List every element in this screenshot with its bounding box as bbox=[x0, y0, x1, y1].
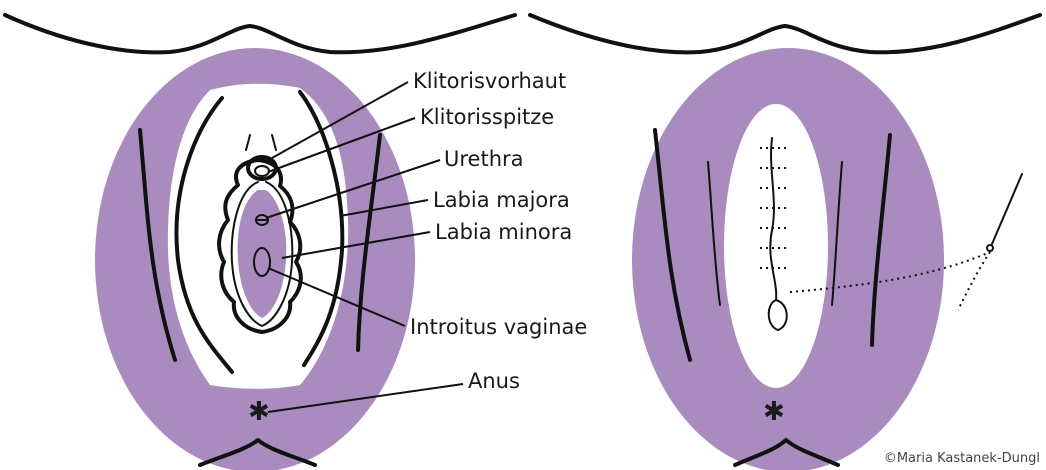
label-klitorisvorhaut: Klitorisvorhaut bbox=[413, 69, 566, 93]
right-anus-mark: ✱ bbox=[763, 397, 785, 427]
label-urethra: Urethra bbox=[444, 147, 524, 171]
label-anus: Anus bbox=[468, 369, 520, 393]
needle-eye bbox=[987, 245, 993, 251]
left-thigh-curve bbox=[5, 15, 515, 52]
needle-thread-down bbox=[958, 252, 990, 310]
label-labia-minora: Labia minora bbox=[435, 220, 572, 244]
right-inner-opening bbox=[724, 104, 828, 388]
label-labia-majora: Labia majora bbox=[433, 188, 570, 212]
needle-line bbox=[992, 174, 1022, 244]
copyright-text: ©Maria Kastanek-Dungl bbox=[884, 451, 1040, 466]
label-klitorisspitze: Klitorisspitze bbox=[420, 105, 554, 129]
right-thigh-curve bbox=[530, 15, 1040, 52]
label-introitus-vaginae: Introitus vaginae bbox=[410, 315, 587, 339]
right-figure: ✱ bbox=[530, 15, 1040, 470]
left-anus-mark: ✱ bbox=[248, 397, 270, 427]
